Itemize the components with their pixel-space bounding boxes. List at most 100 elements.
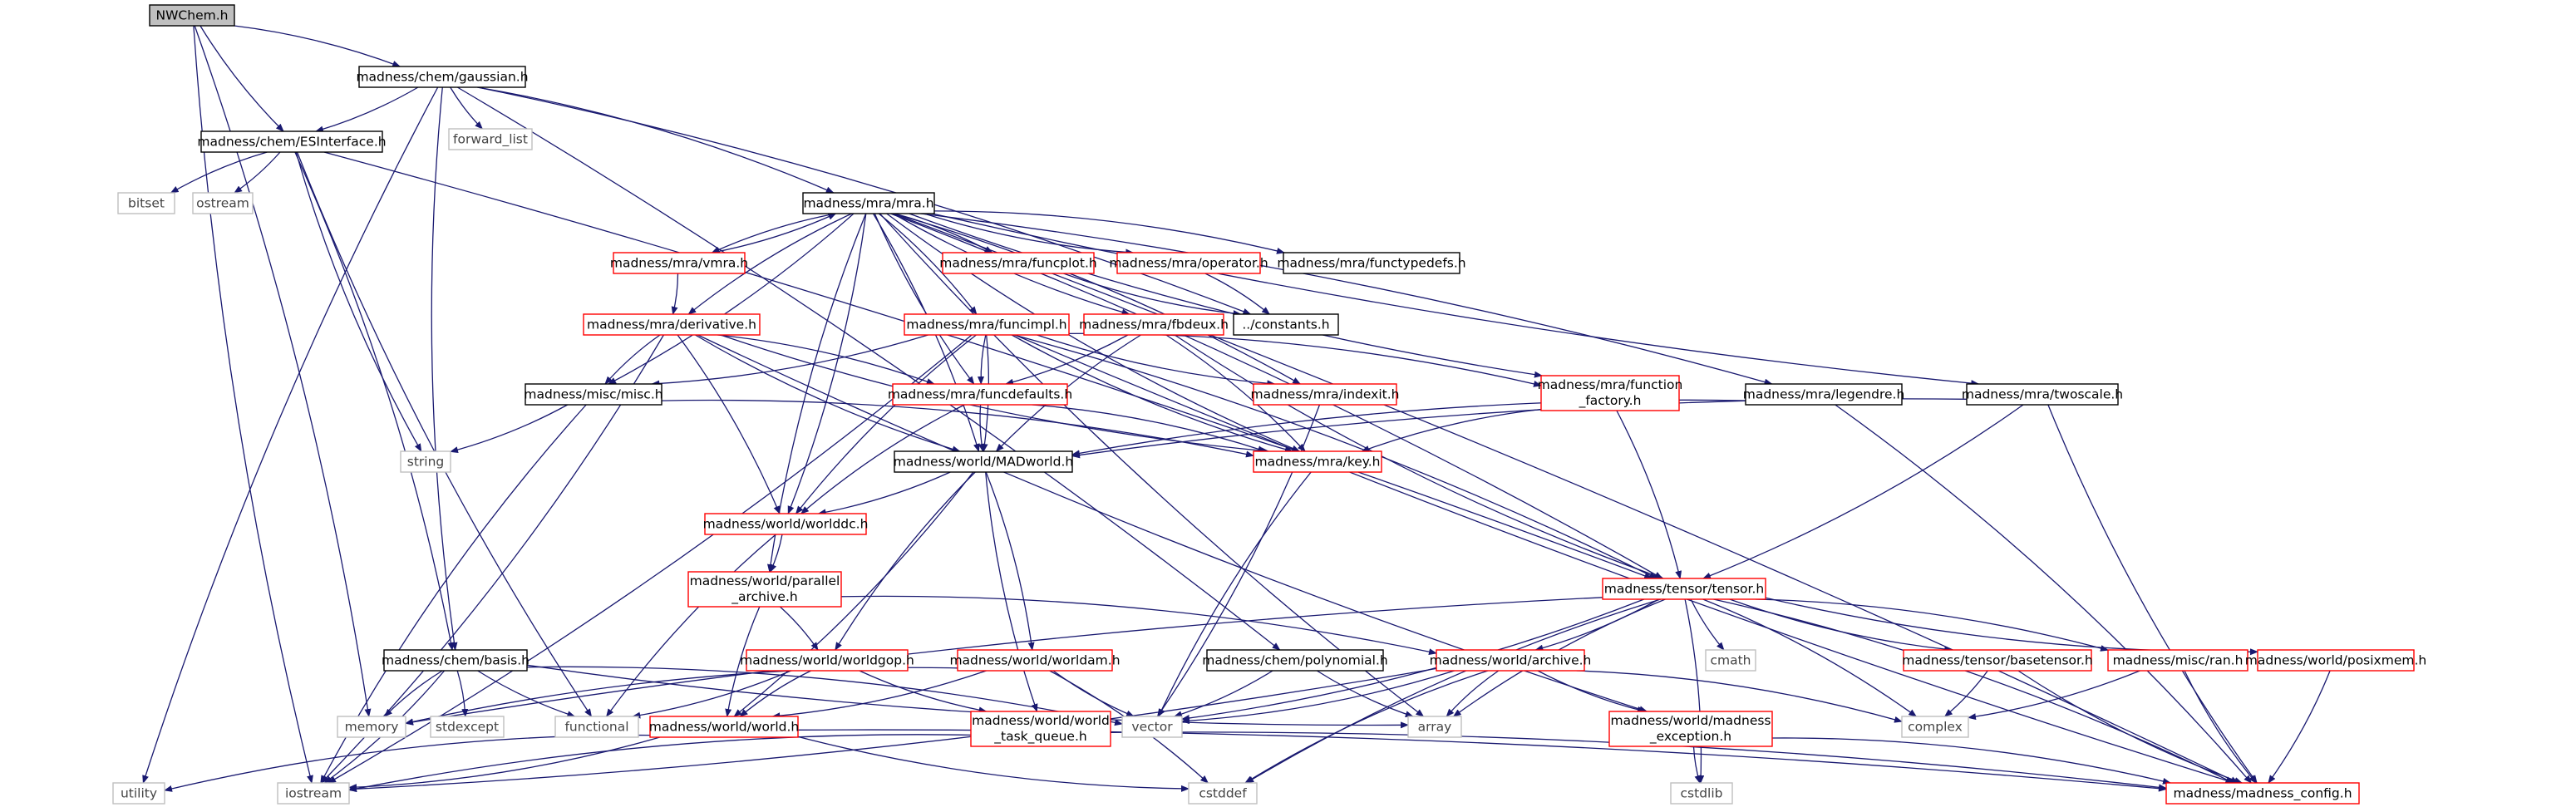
node-funcimpl[interactable]: madness/mra/funcimpl.h xyxy=(904,313,1070,336)
node-box xyxy=(192,192,254,214)
edge-mra-to-vmra xyxy=(711,213,836,253)
node-basis[interactable]: madness/chem/basis.h xyxy=(382,649,529,672)
node-fbdeux[interactable]: madness/mra/fbdeux.h xyxy=(1079,313,1229,336)
node-vmra[interactable]: madness/mra/vmra.h xyxy=(610,252,748,274)
node-box xyxy=(1436,649,1585,672)
node-madness-exception[interactable]: madness/world/madness_exception.h xyxy=(1608,711,1773,747)
node-box xyxy=(892,383,1068,406)
node-madness-config[interactable]: madness/madness_config.h xyxy=(2165,782,2360,805)
node-box xyxy=(525,383,662,406)
edge-tensor-to-vector xyxy=(1181,598,1645,721)
node-label: cstddef xyxy=(1199,786,1247,801)
node-box xyxy=(277,782,350,805)
node-mra[interactable]: madness/mra/mra.h xyxy=(802,192,935,214)
node-polynomial[interactable]: madness/chem/polynomial.h xyxy=(1202,649,1388,672)
node-esinterface[interactable]: madness/chem/ESInterface.h xyxy=(197,130,387,153)
node-function-factory[interactable]: madness/mra/function_factory.h xyxy=(1538,375,1683,411)
node-label: madness/misc/ran.h xyxy=(2113,653,2244,668)
edge-archive-to-array xyxy=(1446,670,1500,717)
edge-madworld-to-world xyxy=(733,471,974,717)
edge-funcdefaults-to-key xyxy=(1032,404,1267,453)
node-posixmem[interactable]: madness/world/posixmem.h xyxy=(2245,649,2426,672)
edge-nwchem-to-esinterface xyxy=(199,25,284,132)
node-box xyxy=(970,711,1111,747)
node-label: complex xyxy=(1908,720,1963,735)
node-label: madness/mra/operator.h xyxy=(1109,256,1268,271)
node-label: vector xyxy=(1131,720,1173,735)
node-misc[interactable]: madness/misc/misc.h xyxy=(524,383,663,406)
node-key[interactable]: madness/mra/key.h xyxy=(1253,450,1382,473)
node-box xyxy=(894,450,1073,473)
node-legendre[interactable]: madness/mra/legendre.h xyxy=(1743,383,1905,406)
node-worldam[interactable]: madness/world/worldam.h xyxy=(949,649,1121,672)
node-label: madness/mra/function xyxy=(1538,377,1683,392)
node-label: madness/chem/gaussian.h xyxy=(356,70,528,85)
node-label: madness/chem/basis.h xyxy=(382,653,529,668)
node-functypedefs[interactable]: madness/mra/functypedefs.h xyxy=(1277,252,1466,274)
edge-esinterface-to-basis xyxy=(294,151,455,651)
edge-function_factory-to-tensor xyxy=(1616,410,1682,579)
edge-posixmem-to-madness_config xyxy=(2268,670,2331,784)
node-box xyxy=(1608,711,1773,747)
node-box xyxy=(1283,252,1460,274)
edge-mra-to-funcdefaults xyxy=(874,213,975,385)
edge-funcimpl-to-madness_config xyxy=(1014,334,2235,785)
node-array: array xyxy=(1407,716,1462,738)
edge-worldam-to-world xyxy=(771,670,987,720)
node-funcdefaults[interactable]: madness/mra/funcdefaults.h xyxy=(888,383,1072,406)
node-box xyxy=(448,128,533,150)
node-label: NWChem.h xyxy=(156,8,229,23)
edge-gaussian-to-polynomial xyxy=(456,86,1281,651)
node-label: madness/world/world xyxy=(972,713,1110,728)
node-label: cmath xyxy=(1710,653,1751,668)
node-world[interactable]: madness/world/world.h xyxy=(649,716,800,738)
node-label: madness/mra/vmra.h xyxy=(610,256,748,271)
node-box xyxy=(1253,383,1397,406)
node-label: _task_queue.h xyxy=(993,729,1086,745)
node-box xyxy=(554,716,639,738)
node-worlddc[interactable]: madness/world/worlddc.h xyxy=(703,513,869,535)
node-funcplot[interactable]: madness/mra/funcplot.h xyxy=(939,252,1097,274)
node-nwchem[interactable]: NWChem.h xyxy=(149,4,235,27)
edge-key-to-vector xyxy=(1158,471,1312,717)
edge-world-to-utility xyxy=(164,734,651,792)
edge-basis-to-memory xyxy=(384,670,443,717)
edge-funcimpl-to-misc xyxy=(651,334,928,387)
node-label: bitset xyxy=(128,196,165,211)
node-worldgop[interactable]: madness/world/worldgop.h xyxy=(740,649,914,672)
node-constants[interactable]: ../constants.h xyxy=(1233,313,1339,336)
edge-polynomial-to-array xyxy=(1316,670,1414,717)
edge-tensor-to-cmath xyxy=(1690,598,1725,651)
node-label: madness/mra/legendre.h xyxy=(1743,387,1905,402)
node-label: madness/chem/polynomial.h xyxy=(1202,653,1387,668)
node-world-task-queue[interactable]: madness/world/world_task_queue.h xyxy=(970,711,1111,747)
edge-mra-to-function_factory xyxy=(909,213,1543,378)
node-archive[interactable]: madness/world/archive.h xyxy=(1430,649,1592,672)
node-box xyxy=(112,782,165,805)
node-twoscale[interactable]: madness/mra/twoscale.h xyxy=(1962,383,2123,406)
node-label: madness/mra/funcdefaults.h xyxy=(888,387,1072,402)
node-operator[interactable]: madness/mra/operator.h xyxy=(1109,252,1268,274)
node-box xyxy=(1116,252,1261,274)
node-madworld[interactable]: madness/world/MADworld.h xyxy=(894,450,1073,473)
edge-funcdefaults-to-worlddc xyxy=(800,404,965,514)
edge-twoscale-to-madworld xyxy=(1071,398,1968,459)
node-indexit[interactable]: madness/mra/indexit.h xyxy=(1251,383,1400,406)
node-label: madness/mra/mra.h xyxy=(803,196,933,211)
edge-archive-to-madness_exception xyxy=(1537,670,1646,713)
node-bitset: bitset xyxy=(117,192,175,214)
node-tensor[interactable]: madness/tensor/tensor.h xyxy=(1602,578,1766,600)
node-parallel-archive[interactable]: madness/world/parallel_archive.h xyxy=(687,571,842,608)
node-ran[interactable]: madness/misc/ran.h xyxy=(2107,649,2248,672)
edge-funcimpl-to-indexit xyxy=(1037,334,1276,387)
edge-funcimpl-to-key xyxy=(1011,334,1293,453)
edge-worlddc-to-functional xyxy=(606,534,776,717)
node-derivative[interactable]: madness/mra/derivative.h xyxy=(583,313,761,336)
edge-world_task_queue-to-iostream xyxy=(348,734,972,792)
edge-mra-to-funcimpl xyxy=(878,213,978,315)
edge-basetensor-to-madness_config xyxy=(2017,670,2244,784)
node-gaussian[interactable]: madness/chem/gaussian.h xyxy=(356,66,529,88)
node-basetensor[interactable]: madness/tensor/basetensor.h xyxy=(1902,649,2093,672)
node-label: array xyxy=(1418,720,1452,735)
